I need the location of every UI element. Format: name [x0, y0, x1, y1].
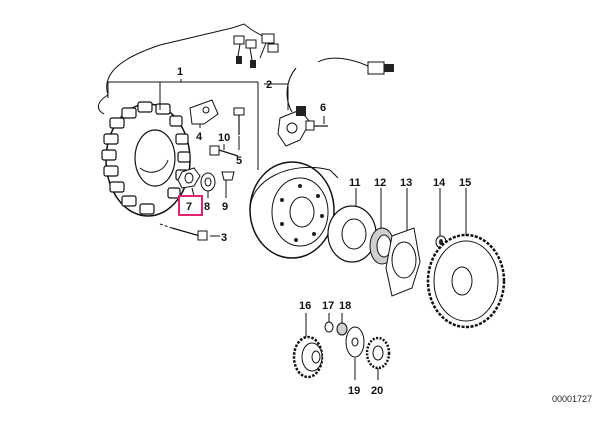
bracket-4	[189, 99, 219, 125]
callout-4: 4	[196, 131, 203, 143]
leader-lines	[107, 79, 467, 380]
callout-labels: 1 2 3 4 5 6 7 8 9 10 11 12 13 14 15 16 1…	[177, 66, 471, 397]
washer-8	[200, 172, 216, 192]
bolt-10	[209, 145, 239, 157]
callout-16: 16	[299, 300, 311, 312]
callout-18: 18	[339, 300, 351, 312]
stator	[101, 101, 191, 217]
callout-13: 13	[400, 177, 412, 189]
callout-17: 17	[322, 300, 334, 312]
nut-7	[177, 167, 201, 189]
wiring-harness	[98, 23, 279, 115]
bolt-3	[159, 223, 208, 241]
key-9	[221, 171, 235, 181]
callout-19: 19	[348, 385, 360, 397]
callout-6: 6	[320, 102, 326, 114]
callout-12: 12	[374, 177, 386, 189]
screw-5	[233, 107, 245, 135]
callout-10: 10	[218, 132, 230, 144]
flange-11	[327, 205, 377, 263]
callout-5: 5	[236, 155, 242, 167]
sensor-cable	[277, 57, 394, 147]
callout-11: 11	[349, 177, 361, 189]
ring-gear-15	[426, 233, 506, 329]
callout-1: 1	[177, 66, 183, 78]
washer-19	[345, 326, 365, 358]
washer-17	[324, 321, 334, 333]
callout-20: 20	[371, 385, 383, 397]
gear-20	[365, 336, 391, 370]
callout-8: 8	[204, 201, 210, 213]
callout-2: 2	[266, 79, 272, 91]
gear-16	[292, 335, 324, 379]
callout-3: 3	[221, 232, 227, 244]
bushing-18	[336, 322, 348, 336]
callout-7: 7	[186, 201, 192, 213]
reference-number: 00001727	[552, 394, 592, 404]
freewheel-13	[385, 227, 421, 297]
callout-14: 14	[433, 177, 446, 189]
screw-6	[305, 120, 328, 131]
callout-15: 15	[459, 177, 471, 189]
rotor	[249, 161, 339, 259]
highlight-box	[178, 195, 203, 216]
callout-9: 9	[222, 201, 228, 213]
